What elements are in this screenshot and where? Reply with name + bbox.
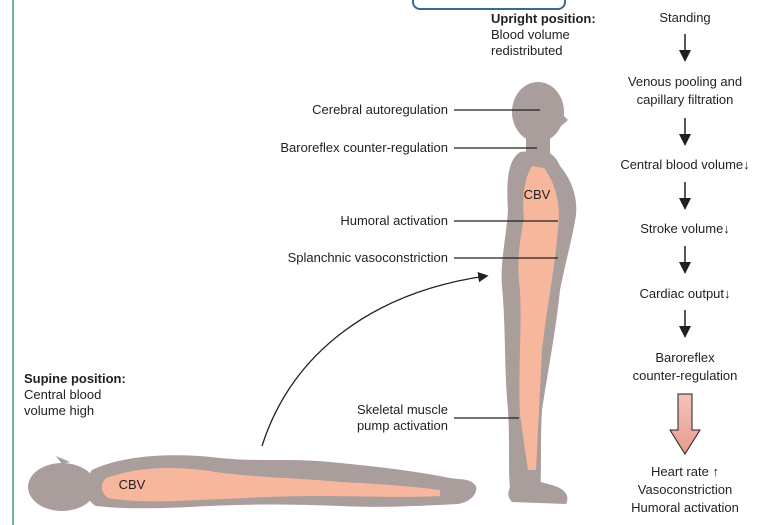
upright-line1: Blood volume	[491, 27, 596, 43]
flow-step-stroke-volume: Stroke volume↓	[606, 220, 764, 238]
supine-label: Supine position: Central blood volume hi…	[24, 371, 126, 419]
flow-step-baroreflex-line2: counter-regulation	[606, 367, 764, 385]
mechanism-humoral: Humoral activation	[250, 213, 448, 229]
cbv-label-upright: CBV	[524, 187, 551, 202]
big-flow-arrow	[670, 394, 700, 454]
supine-figure: CBV	[28, 455, 476, 511]
flow-step-humoral-activation: Humoral activation	[606, 499, 764, 517]
upright-line2: redistributed	[491, 43, 596, 59]
mechanism-skeletal-line2: pump activation	[250, 418, 448, 434]
mechanism-skeletal-line1: Skeletal muscle	[250, 402, 448, 418]
flow-step-venous-line1: Venous pooling and	[606, 73, 764, 91]
flow-step-baroreflex: Baroreflex counter-regulation	[606, 349, 764, 385]
flow-step-baroreflex-line1: Baroreflex	[606, 349, 764, 367]
mechanism-splanchnic: Splanchnic vasoconstriction	[250, 250, 448, 266]
supine-line2: volume high	[24, 403, 126, 419]
mechanism-skeletal: Skeletal muscle pump activation	[250, 402, 448, 434]
flow-step-cardiac-output: Cardiac output↓	[606, 285, 764, 303]
standing-figure: CBV	[502, 82, 577, 504]
flow-step-central-blood-volume: Central blood volume↓	[606, 156, 764, 174]
flow-step-heart-rate: Heart rate ↑	[606, 463, 764, 481]
flow-step-standing: Standing	[606, 9, 764, 27]
mechanism-baroreflex: Baroreflex counter-regulation	[250, 140, 448, 156]
supine-line1: Central blood	[24, 387, 126, 403]
flow-step-venous-pooling: Venous pooling and capillary filtration	[606, 73, 764, 109]
cbv-label-supine: CBV	[119, 477, 146, 492]
flow-step-venous-line2: capillary filtration	[606, 91, 764, 109]
supine-title: Supine position:	[24, 371, 126, 387]
upright-label: Upright position: Blood volume redistrib…	[491, 11, 596, 59]
flow-step-responses: Heart rate ↑ Vasoconstriction Humoral ac…	[606, 463, 764, 517]
mechanism-cerebral: Cerebral autoregulation	[250, 102, 448, 118]
upright-title: Upright position:	[491, 11, 596, 27]
flow-step-vasoconstriction: Vasoconstriction	[606, 481, 764, 499]
